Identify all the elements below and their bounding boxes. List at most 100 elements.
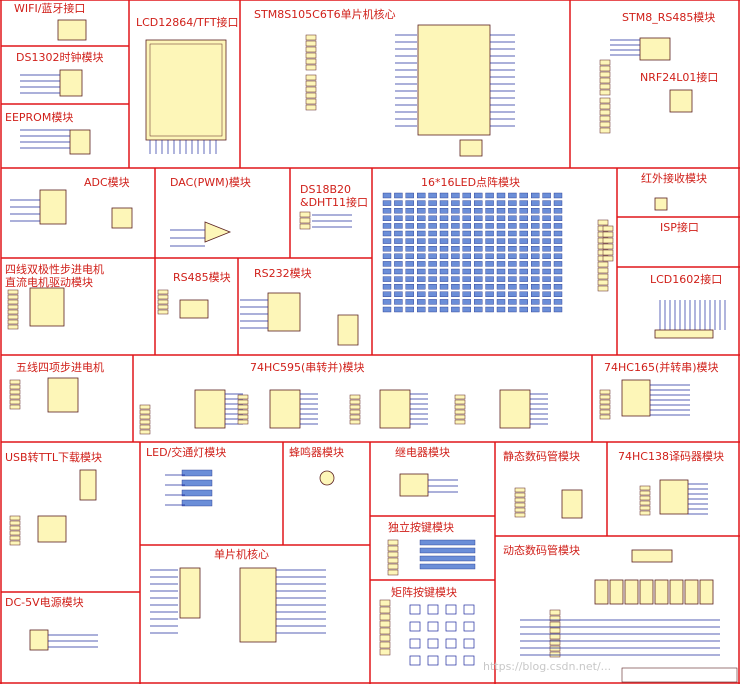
led-dot (553, 268, 563, 275)
led-dot (382, 223, 392, 229)
led-dot (439, 245, 449, 252)
led-dot (428, 230, 437, 237)
module-title-rs485: RS485模块 (173, 271, 231, 284)
led-dot (485, 207, 494, 214)
isp-header (602, 249, 614, 256)
led-dot (474, 192, 483, 199)
module-title-infrared: 红外接收模块 (641, 172, 707, 185)
matrix-key (409, 621, 421, 632)
led-dot (394, 291, 403, 297)
led-dot (451, 253, 460, 260)
module-title-stepper5: 五线四项步进电机 (16, 361, 104, 374)
led-dot (519, 238, 528, 244)
led-dot (474, 238, 483, 244)
led-dot (462, 276, 471, 282)
led-dot (462, 223, 471, 229)
led-dot (428, 291, 437, 297)
led-dot (394, 245, 403, 252)
static-7seg-header (514, 502, 526, 508)
static-7seg-header (514, 487, 526, 493)
stepper-header (7, 319, 19, 325)
hc165-header (599, 409, 611, 415)
led-dot (405, 268, 414, 275)
led-dot (394, 192, 403, 199)
led-dot (519, 245, 528, 252)
buzzer-symbol (319, 470, 335, 486)
module-title-hc138: 74HC138译码器模块 (618, 450, 724, 463)
led-dot (405, 238, 414, 244)
stepper4-title-line2: 直流电机驱动模块 (5, 276, 93, 289)
led-dot (382, 268, 392, 275)
hc595-header (349, 394, 361, 400)
stepper-header (7, 314, 19, 320)
rs485-header (157, 309, 169, 315)
hc595-chip (269, 389, 301, 429)
nrf-header (599, 103, 611, 110)
led-dot (417, 245, 426, 252)
matrix-keys-header (379, 620, 391, 628)
led-dot (439, 261, 449, 267)
led-dot (553, 261, 563, 267)
hc138-header (639, 510, 651, 516)
led-dot (405, 261, 414, 267)
watermark: https://blog.csdn.net/... (483, 660, 612, 673)
led-dot (405, 253, 414, 260)
led-dot (485, 223, 494, 229)
led-dot (394, 306, 403, 313)
module-title-hc595: 74HC595(串转并)模块 (250, 361, 365, 374)
led-dot (542, 268, 551, 275)
led-dot (508, 299, 517, 305)
stm8-header (305, 80, 317, 87)
nrf-chip (669, 89, 693, 113)
traffic-led-row (181, 489, 213, 497)
led-dot (451, 306, 460, 313)
led-dot (382, 200, 392, 206)
stepper-header (7, 309, 19, 315)
led-dot (405, 215, 414, 222)
led-dot (485, 291, 494, 297)
led-dot (531, 230, 540, 237)
led-dot (382, 299, 392, 305)
led-dot (474, 223, 483, 229)
module-title-usbttl: USB转TTL下载模块 (5, 451, 102, 464)
led-dot (542, 299, 551, 305)
key-switch-row (419, 539, 476, 546)
module-title-ledtraffic: LED/交通灯模块 (146, 446, 227, 459)
hc595-header (349, 414, 361, 420)
led-dot (485, 306, 494, 313)
led-dot (428, 276, 437, 282)
led-dot (474, 253, 483, 260)
hc138-header (639, 500, 651, 506)
led-dot (542, 276, 551, 282)
led-dot (496, 230, 506, 237)
led-dot (553, 306, 563, 313)
hc595-chip (499, 389, 531, 429)
matrix-key (445, 638, 457, 649)
hc595-header (237, 394, 249, 400)
matrix-key (445, 655, 457, 666)
stepper5-header (9, 379, 21, 385)
module-title-ds1302: DS1302时钟模块 (16, 51, 104, 64)
hc595-header (237, 399, 249, 405)
led-dot (553, 276, 563, 282)
led-dot (519, 284, 528, 290)
led-dot (474, 306, 483, 313)
led-dot (474, 215, 483, 222)
keys-header (387, 551, 399, 558)
static-7seg-header (514, 492, 526, 498)
led-dot (531, 306, 540, 313)
stepper-header (7, 324, 19, 330)
led-dot (508, 223, 517, 229)
led-dot (451, 192, 460, 199)
dyn-7seg-digit (684, 579, 699, 605)
module-title-lcd12864: LCD12864/TFT接口 (136, 16, 239, 29)
led-dot (451, 276, 460, 282)
matrix-key (463, 655, 475, 666)
stepper5-header (9, 384, 21, 390)
module-title-rs232: RS232模块 (254, 267, 312, 280)
module-title-dac: DAC(PWM)模块 (170, 176, 251, 189)
adc-chip (39, 189, 67, 225)
led-dot (439, 299, 449, 305)
ds18b20-title-line2: &DHT11接口 (300, 196, 369, 209)
stepper-header (7, 299, 19, 305)
